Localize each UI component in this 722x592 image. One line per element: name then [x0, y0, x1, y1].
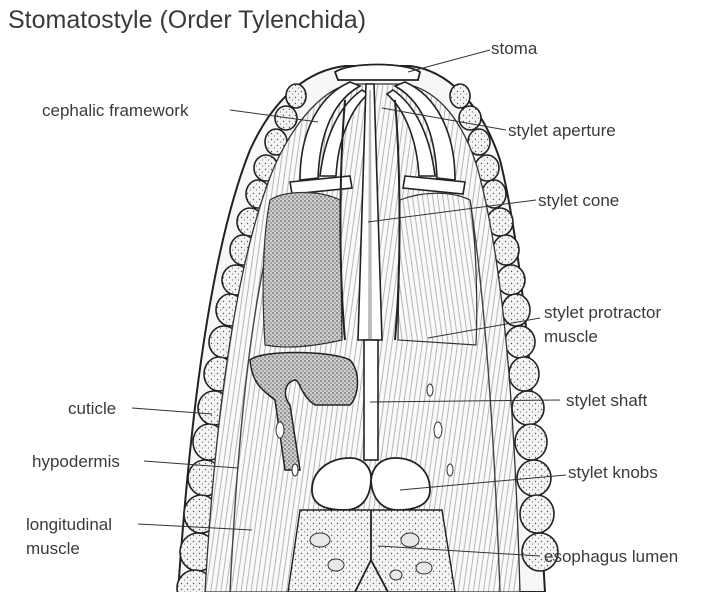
protractor-mass-left — [263, 193, 342, 348]
label-longitudinal: longitudinal — [26, 514, 112, 535]
label-cephalic-framework: cephalic framework — [42, 100, 188, 121]
head-cap — [335, 65, 420, 81]
label-stoma: stoma — [491, 38, 537, 59]
protractor-mass-right — [398, 193, 477, 345]
label-stylet-protractor: stylet protractor — [544, 302, 661, 323]
label-stylet-aperture: stylet aperture — [508, 120, 616, 141]
leader-stoma — [408, 50, 490, 72]
label-esophagus-lumen: esophagus lumen — [544, 546, 678, 567]
label-cuticle: cuticle — [68, 398, 116, 419]
label-longitudinal-muscle: muscle — [26, 538, 80, 559]
label-hypodermis: hypodermis — [32, 451, 120, 472]
label-stylet-shaft: stylet shaft — [566, 390, 647, 411]
label-stylet-protractor-muscle: muscle — [544, 326, 598, 347]
stylet-shaft-shape — [364, 340, 378, 460]
label-stylet-cone: stylet cone — [538, 190, 619, 211]
label-stylet-knobs: stylet knobs — [568, 462, 658, 483]
